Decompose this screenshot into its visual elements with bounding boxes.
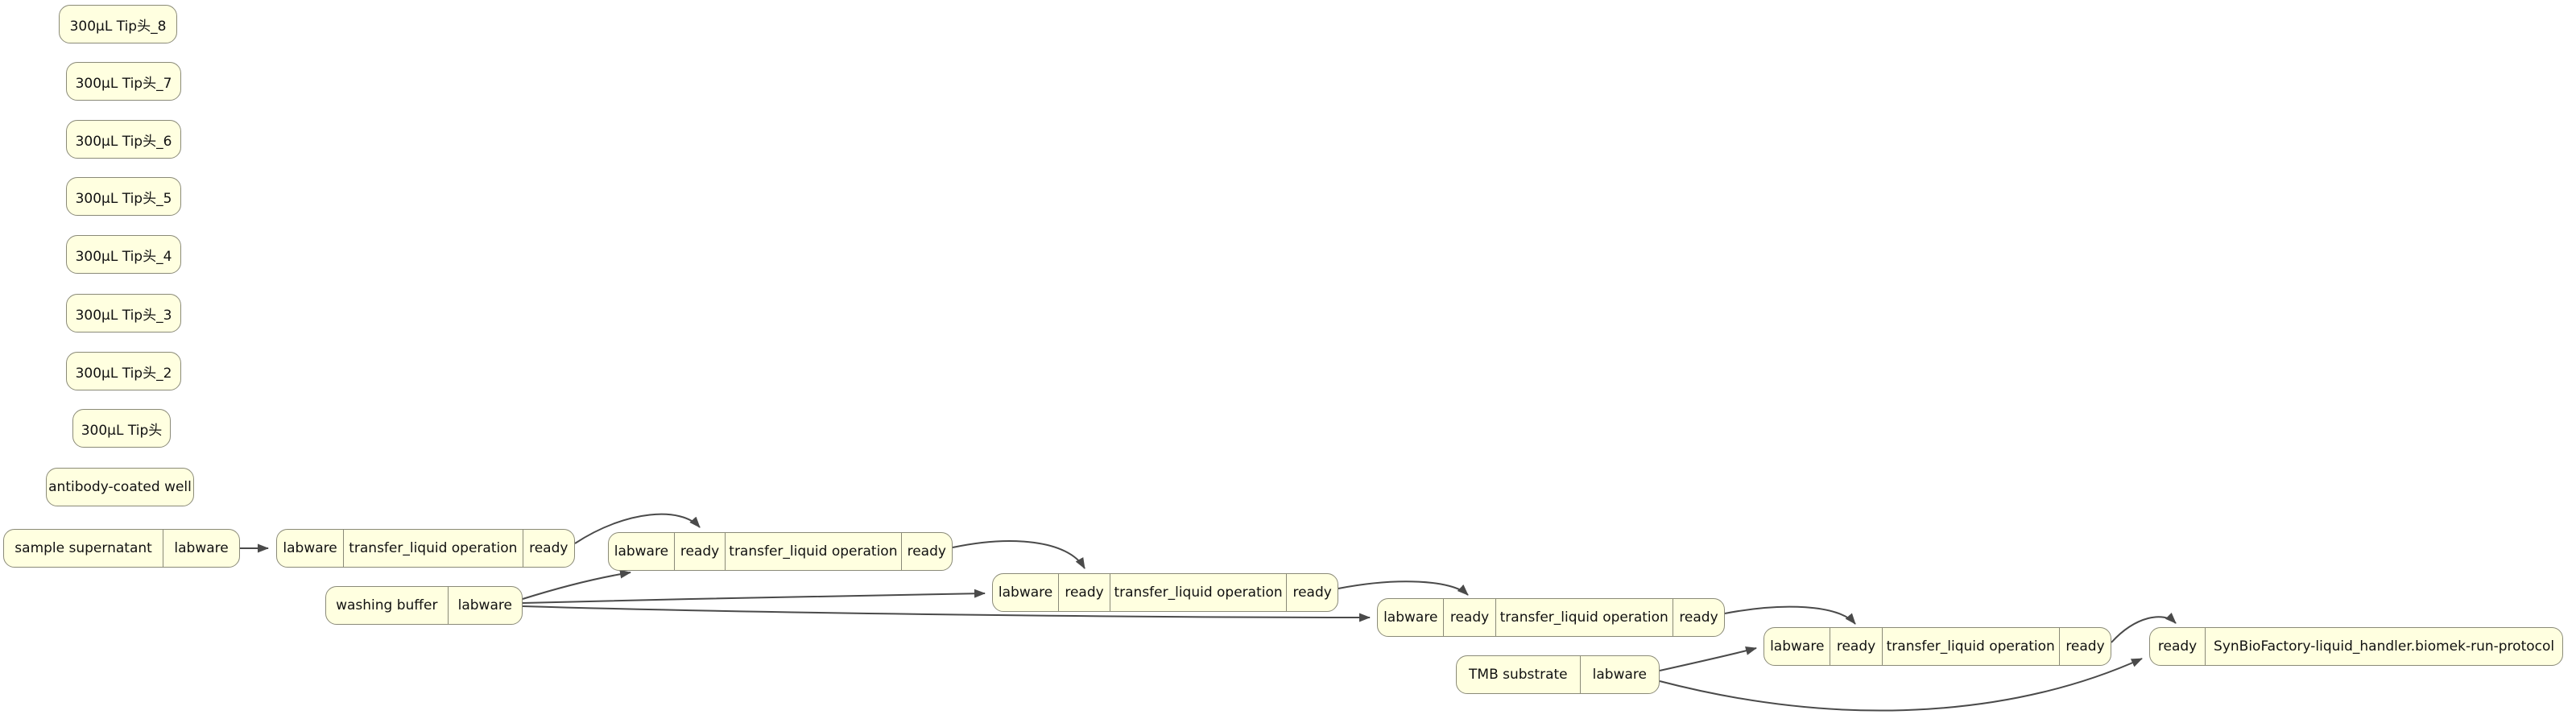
- ready-port: ready: [900, 533, 953, 570]
- node-300ul-tip-8: 300μL Tip头_8: [59, 5, 177, 43]
- operation-label: transfer_liquid operation: [1109, 574, 1286, 611]
- node-tmb-substrate: TMB substrate labware: [1456, 655, 1660, 694]
- node-label: TMB substrate: [1469, 667, 1568, 683]
- node-label: 300μL Tip头_7: [75, 75, 172, 92]
- ready-port: ready: [2058, 628, 2111, 665]
- node-label: 300μL Tip头_6: [75, 133, 172, 150]
- labware-port: labware: [1770, 638, 1825, 655]
- node-transfer-liquid-1: labware transfer_liquid operation ready: [276, 529, 575, 568]
- node-300ul-tip: 300μL Tip头: [72, 409, 171, 448]
- node-300ul-tip-7: 300μL Tip头_7: [66, 62, 181, 101]
- ready-port: ready: [1672, 599, 1724, 636]
- node-sample-supernatant: sample supernatant labware: [3, 529, 240, 568]
- labware-port: labware: [1579, 656, 1659, 693]
- node-300ul-tip-3: 300μL Tip头_3: [66, 294, 181, 333]
- edge-washing-buffer-to-transfer3: [522, 589, 986, 604]
- ready-port: ready: [1443, 599, 1495, 636]
- labware-port: labware: [447, 587, 522, 624]
- operation-label: transfer_liquid operation: [1495, 599, 1673, 636]
- operation-label: transfer_liquid operation: [725, 533, 900, 570]
- ready-port: ready: [1286, 574, 1338, 611]
- node-300ul-tip-4: 300μL Tip头_4: [66, 235, 181, 274]
- edge-transfer5-to-run-protocol: [2111, 612, 2177, 643]
- labware-port: labware: [614, 543, 669, 560]
- node-label: washing buffer: [336, 597, 438, 613]
- edge-washing-buffer-to-transfer4: [522, 605, 1371, 622]
- labware-port: labware: [1383, 609, 1438, 626]
- edge-washing-buffer-to-transfer2: [522, 569, 631, 600]
- ready-port: ready: [2157, 638, 2198, 655]
- node-run-protocol: ready SynBioFactory-liquid_handler.biome…: [2149, 627, 2563, 666]
- node-label: 300μL Tip头_5: [75, 190, 172, 207]
- node-label: 300μL Tip头_8: [69, 18, 167, 35]
- node-washing-buffer: washing buffer labware: [325, 586, 523, 625]
- labware-port: labware: [998, 584, 1053, 601]
- ready-port: ready: [522, 530, 574, 567]
- ready-port: ready: [1830, 628, 1881, 665]
- node-transfer-liquid-5: labware ready transfer_liquid operation …: [1764, 627, 2111, 666]
- node-label: antibody-coated well: [48, 479, 192, 495]
- node-transfer-liquid-2: labware ready transfer_liquid operation …: [608, 532, 953, 571]
- node-label: SynBioFactory-liquid_handler.biomek-run-…: [2205, 628, 2562, 665]
- edge-tmb-to-transfer5: [1659, 646, 1757, 671]
- labware-port: labware: [283, 540, 337, 556]
- ready-port: ready: [1058, 574, 1110, 611]
- node-antibody-coated-well: antibody-coated well: [46, 468, 194, 506]
- node-300ul-tip-6: 300μL Tip头_6: [66, 120, 181, 159]
- node-label: 300μL Tip头: [81, 422, 163, 439]
- operation-label: transfer_liquid operation: [1881, 628, 2059, 665]
- node-label: sample supernatant: [14, 540, 152, 556]
- node-300ul-tip-2: 300μL Tip头_2: [66, 352, 181, 390]
- node-transfer-liquid-4: labware ready transfer_liquid operation …: [1377, 598, 1725, 637]
- edge-transfer2-to-transfer3: [952, 540, 1085, 569]
- node-transfer-liquid-3: labware ready transfer_liquid operation …: [992, 573, 1338, 612]
- ready-port: ready: [673, 533, 726, 570]
- node-label: 300μL Tip头_2: [75, 365, 172, 382]
- node-300ul-tip-5: 300μL Tip头_5: [66, 177, 181, 216]
- edge-tmb-to-run-protocol: [1659, 658, 2143, 712]
- operation-label: transfer_liquid operation: [343, 530, 522, 567]
- edge-transfer3-to-transfer4: [1338, 580, 1469, 596]
- labware-port: labware: [163, 530, 239, 567]
- edge-transfer4-to-transfer5: [1724, 605, 1856, 625]
- edge-transfer1-to-transfer2: [574, 513, 701, 544]
- node-label: 300μL Tip头_3: [75, 307, 172, 324]
- node-label: 300μL Tip头_4: [75, 248, 172, 265]
